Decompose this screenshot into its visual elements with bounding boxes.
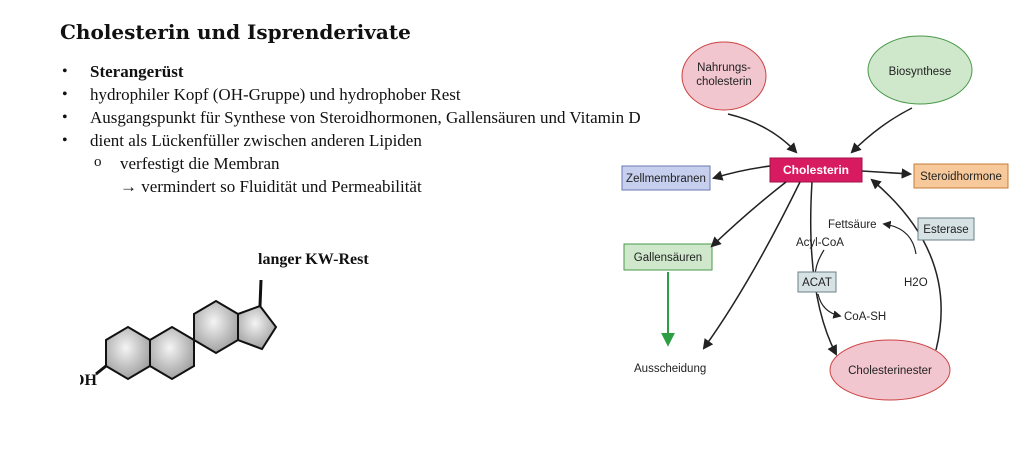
sub-bullet-arrow-text: → vermindert so Fluidität und Permeabili… [120, 177, 422, 196]
oh-bond [95, 364, 107, 376]
nahrungs-line2: cholesterin [696, 76, 752, 88]
steroid-skeleton: langer KW-Rest OH [80, 251, 369, 389]
gallensaeuren-node [623, 243, 713, 271]
bullet-item: dient als Lückenfüller zwischen anderen … [60, 129, 680, 198]
steroidhormone-label: Steroidhormone [920, 171, 1002, 183]
ring-d [237, 304, 278, 351]
bullet-item: hydrophiler Kopf (OH-Gruppe) und hydroph… [60, 83, 680, 106]
side-chain-bond [258, 279, 263, 307]
sub-bullet-item: verfestigt die Membran → vermindert so F… [90, 151, 680, 198]
biosynthese-node [867, 35, 973, 105]
ring-a [105, 325, 151, 381]
sub-bullet-list: verfestigt die Membran → vermindert so F… [90, 151, 680, 198]
oh-label: OH [80, 372, 97, 389]
bullet-item: Sterangerüst [60, 60, 680, 83]
cholesterinester-label: Cholesterinester [848, 365, 932, 377]
ring-b [149, 325, 195, 381]
sub-bullet-text: verfestigt die Membran [120, 154, 280, 173]
cholesterin-label: Cholesterin [783, 163, 849, 177]
bullet-item: Ausgangspunkt für Synthese von Steroidho… [60, 106, 680, 129]
nahrungscholesterin-node [681, 41, 767, 111]
h2o-label: H2O [904, 277, 928, 289]
coa-sh-label: CoA-SH [844, 311, 886, 323]
ring-c [193, 299, 239, 355]
gallensaeuren-label: Gallensäuren [634, 252, 702, 264]
esterase-label: Esterase [923, 224, 968, 236]
biosynthese-label: Biosynthese [889, 66, 952, 78]
acyl-coa-label: Acyl-CoA [796, 237, 844, 249]
ausscheidung-label: Ausscheidung [634, 363, 706, 375]
cholesterol-diagram: Nahrungs- cholesterin Biosynthese Choles… [621, 35, 1009, 401]
zellmembranen-node [621, 165, 711, 191]
bullet-text: hydrophiler Kopf (OH-Gruppe) und hydroph… [90, 85, 461, 104]
acat-node [797, 271, 837, 293]
bullet-text: dient als Lückenfüller zwischen anderen … [90, 131, 422, 150]
bullet-list: Sterangerüst hydrophiler Kopf (OH-Gruppe… [60, 60, 680, 198]
zellmembranen-label: Zellmembranen [626, 173, 706, 185]
cholesterinester-node [829, 339, 951, 401]
page-title: Cholesterin und Isprenderivate [60, 20, 411, 44]
bullet-text: Ausgangspunkt für Synthese von Steroidho… [90, 108, 641, 127]
steroidhormone-node [913, 163, 1009, 189]
kw-rest-label: langer KW-Rest [258, 251, 369, 268]
cholesterin-node [769, 157, 863, 183]
acat-label: ACAT [802, 277, 832, 289]
bullet-text: Sterangerüst [90, 62, 184, 81]
esterase-node [917, 217, 975, 241]
nahrungs-line1: Nahrungs- [697, 62, 751, 74]
fettsaeure-label: Fettsäure [828, 219, 877, 231]
